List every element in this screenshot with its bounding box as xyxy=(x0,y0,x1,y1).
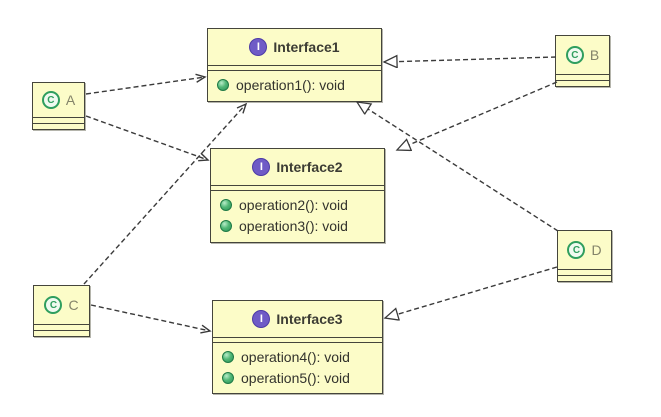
public-method-icon xyxy=(220,220,232,232)
class-b-attributes-compartment xyxy=(556,74,609,80)
edge-a-interface2-dependency xyxy=(85,115,210,162)
class-icon: C xyxy=(41,91,60,109)
interface3-attributes-compartment xyxy=(213,338,382,343)
public-method-icon xyxy=(222,372,234,384)
interface2-operations-compartment: operation2(): void operation3(): void xyxy=(211,191,384,236)
class-c-attributes-compartment xyxy=(34,324,89,330)
class-d-name: D xyxy=(591,242,602,258)
operation-label: operation1(): void xyxy=(236,77,345,93)
public-method-icon xyxy=(222,351,234,363)
interface-icon: I xyxy=(252,310,271,328)
interface1-node[interactable]: I Interface1 operation1(): void xyxy=(207,28,382,102)
operation-label: operation3(): void xyxy=(239,218,348,234)
class-a-operations-compartment xyxy=(33,123,84,129)
class-a-attributes-compartment xyxy=(33,117,84,123)
interface-icon: I xyxy=(249,38,268,56)
class-b-header: C B xyxy=(556,36,609,74)
operation-row[interactable]: operation1(): void xyxy=(208,74,381,95)
class-c-name: C xyxy=(68,297,79,313)
edge-b-interface1-realization xyxy=(384,57,557,62)
class-d-header: C D xyxy=(558,231,611,269)
class-c-operations-compartment xyxy=(34,330,89,336)
operation-row[interactable]: operation3(): void xyxy=(211,215,384,236)
edge-c-interface3-dependency xyxy=(90,304,212,334)
interface-icon: I xyxy=(252,158,271,176)
operation-label: operation5(): void xyxy=(241,370,350,386)
interface3-operations-compartment: operation4(): void operation5(): void xyxy=(213,343,382,388)
edge-d-interface1-realization xyxy=(357,102,559,232)
interface3-header: I Interface3 xyxy=(213,301,382,338)
interface2-attributes-compartment xyxy=(211,186,384,191)
class-b-node[interactable]: C B xyxy=(555,35,610,87)
class-c-node[interactable]: C C xyxy=(33,285,90,337)
operation-row[interactable]: operation4(): void xyxy=(213,346,382,367)
interface2-name: Interface2 xyxy=(276,159,343,175)
interface1-attributes-compartment xyxy=(208,66,381,71)
public-method-icon xyxy=(217,79,229,91)
interface2-header: I Interface2 xyxy=(211,149,384,186)
class-d-node[interactable]: C D xyxy=(557,230,612,282)
class-a-node[interactable]: C A xyxy=(32,82,85,130)
public-method-icon xyxy=(220,199,232,211)
interface1-operations-compartment: operation1(): void xyxy=(208,71,381,95)
class-icon: C xyxy=(565,46,584,64)
edge-b-interface2-realization xyxy=(397,81,558,150)
class-d-attributes-compartment xyxy=(558,269,611,275)
operation-label: operation4(): void xyxy=(241,349,350,365)
class-d-operations-compartment xyxy=(558,275,611,281)
operation-row[interactable]: operation2(): void xyxy=(211,194,384,215)
class-icon: C xyxy=(567,241,586,259)
class-icon: C xyxy=(44,296,63,314)
operation-label: operation2(): void xyxy=(239,197,348,213)
interface1-header: I Interface1 xyxy=(208,29,381,66)
class-b-name: B xyxy=(589,47,600,63)
operation-row[interactable]: operation5(): void xyxy=(213,367,382,388)
class-c-header: C C xyxy=(34,286,89,324)
class-a-name: A xyxy=(65,92,76,108)
class-b-operations-compartment xyxy=(556,80,609,86)
interface3-node[interactable]: I Interface3 operation4(): void operatio… xyxy=(212,300,383,394)
interface2-node[interactable]: I Interface2 operation2(): void operatio… xyxy=(210,148,385,243)
class-a-header: C A xyxy=(33,83,84,117)
edge-d-interface3-realization xyxy=(385,266,558,318)
interface1-name: Interface1 xyxy=(273,39,340,55)
edge-a-interface1-dependency xyxy=(85,73,207,95)
interface3-name: Interface3 xyxy=(276,311,343,327)
